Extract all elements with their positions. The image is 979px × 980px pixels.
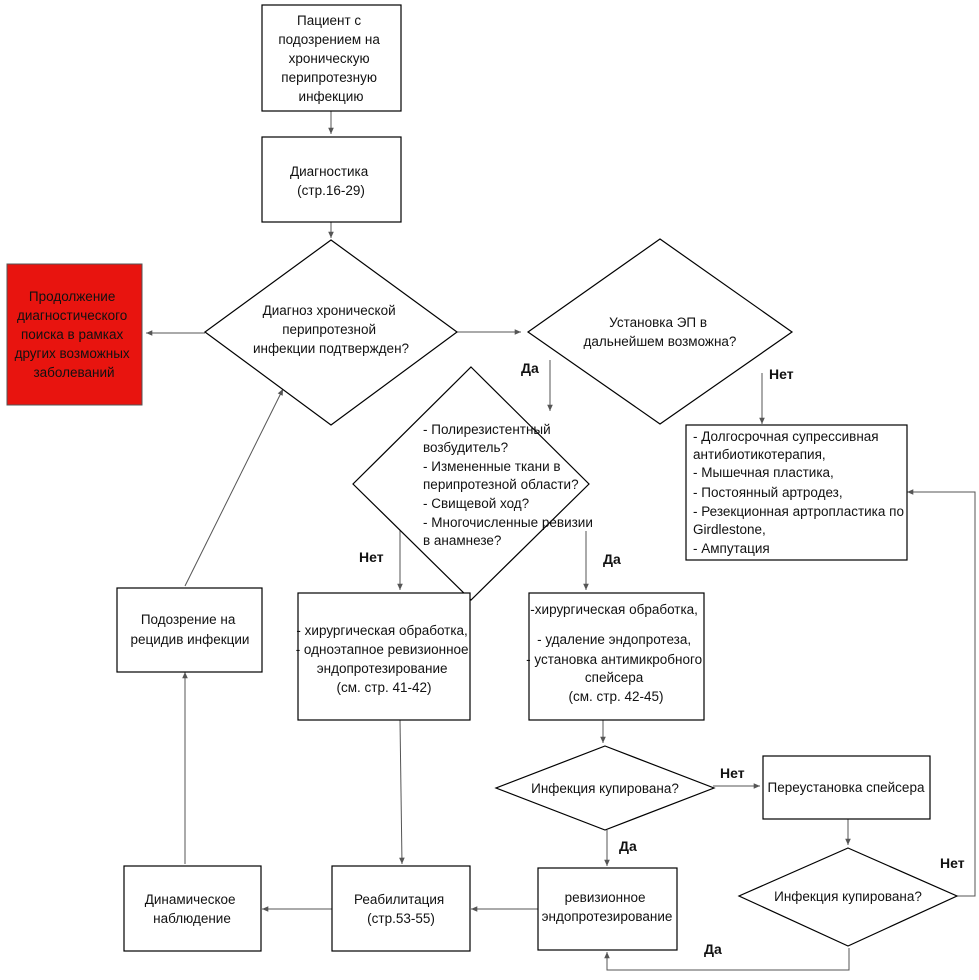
node-relapse-suspicion: Подозрение на рецидив инфекции (116, 587, 263, 673)
label-no-inf1: Нет (720, 765, 745, 781)
node-two-stage-text: -хирургическая обработка, - удаление энд… (526, 602, 706, 704)
node-dx-confirmed-text: Диагноз хронической перипротезной инфекц… (253, 303, 409, 356)
node-follow-up: Динамическое наблюдение (123, 865, 262, 952)
node-risk-factors-text: - Полирезистентный возбудитель? - Измене… (423, 422, 597, 548)
node-diagnostics: Диагностика (стр.16-29) (261, 136, 402, 223)
edge-inf2-no-to-salvage (907, 489, 976, 897)
label-no-ep: Нет (769, 366, 794, 382)
node-spacer-reinstall: Переустановка спейсера (762, 755, 931, 820)
node-salvage-text: - Долгосрочная супрессивная антибиотикот… (693, 429, 908, 556)
node-dx-confirmed: Диагноз хронической перипротезной инфекц… (203, 239, 459, 426)
node-two-stage: -хирургическая обработка, - удаление энд… (526, 592, 706, 721)
node-revision-text: ревизионное эндопротезирование (542, 890, 673, 924)
edge-inf2-yes-to-revision (604, 948, 850, 971)
node-infection-controlled-1: Инфекция купирована? (494, 745, 716, 831)
label-yes-risk: Да (603, 551, 621, 567)
node-one-stage: - хирургическая обработка, - одноэтапное… (296, 592, 473, 721)
edge-relapse-to-dx (184, 388, 284, 587)
label-yes-inf1: Да (619, 838, 637, 854)
edges (146, 111, 976, 971)
node-rehab: Реабилитация (стр.53-55) (331, 865, 471, 952)
label-yes-inf2: Да (704, 941, 722, 957)
node-one-stage-text: - хирургическая обработка, - одноэтапное… (296, 623, 473, 695)
node-salvage: - Долгосрочная супрессивная антибиотикот… (685, 424, 908, 561)
node-rehab-text: Реабилитация (стр.53-55) (354, 892, 448, 926)
edge-one-stage-to-rehab (399, 719, 405, 865)
node-diagnostics-text: Диагностика (стр.16-29) (290, 164, 372, 198)
label-no-inf2: Нет (940, 855, 965, 871)
edge-labels: Да Нет Нет Да Нет Да Нет Да (359, 360, 965, 957)
node-spacer-reinstall-text: Переустановка спейсера (768, 780, 925, 795)
label-no-risk: Нет (359, 549, 384, 565)
node-start-text: Пациент с подозрением на хроническую пер… (278, 13, 383, 104)
node-start: Пациент с подозрением на хроническую пер… (261, 4, 402, 112)
node-ep-possible-text: Установка ЭП в дальнейшем возможна? (584, 315, 737, 349)
node-risk-factors: - Полирезистентный возбудитель? - Измене… (352, 366, 597, 601)
node-continue-search-text: Продолжение диагностического поиска в ра… (15, 289, 134, 380)
node-relapse-suspicion-text: Подозрение на рецидив инфекции (131, 612, 250, 647)
node-follow-up-text: Динамическое наблюдение (145, 892, 240, 926)
node-ep-possible: Установка ЭП в дальнейшем возможна? (526, 238, 794, 425)
node-infection-controlled-1-text: Инфекция купирована? (531, 781, 679, 796)
node-revision: ревизионное эндопротезирование (537, 867, 678, 951)
node-infection-controlled-2: Инфекция купирована? (737, 847, 959, 947)
label-yes-ep: Да (521, 360, 539, 376)
node-infection-controlled-2-text: Инфекция купирована? (774, 889, 922, 904)
node-continue-search: Продолжение диагностического поиска в ра… (6, 263, 143, 406)
